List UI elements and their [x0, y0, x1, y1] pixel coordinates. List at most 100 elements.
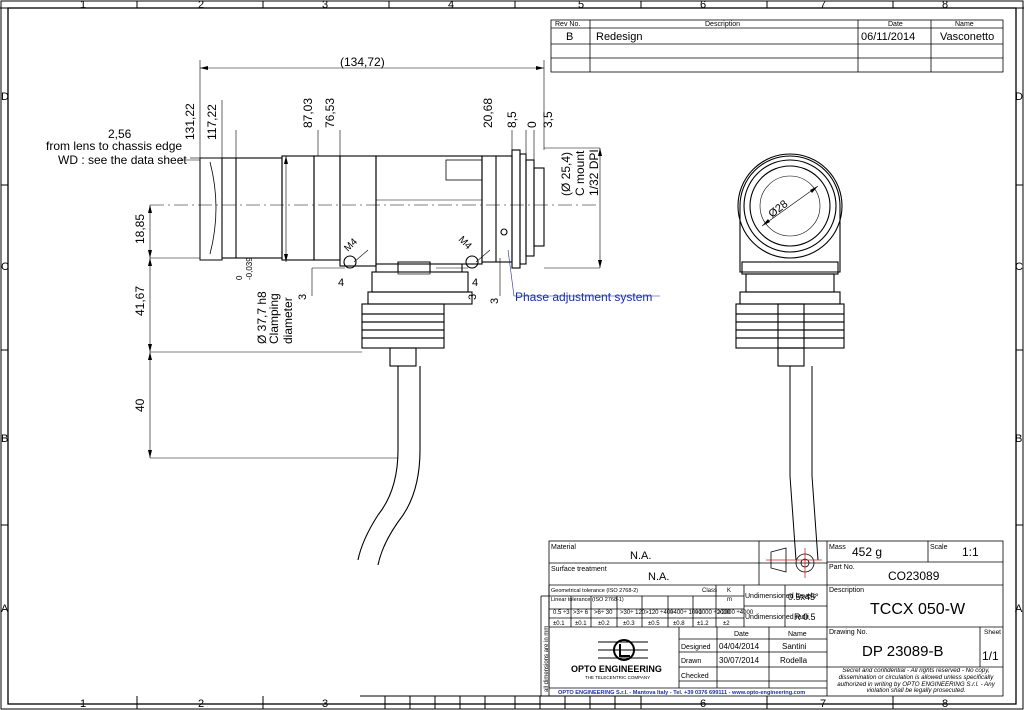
material-value: N.A.: [630, 550, 651, 562]
tol-value-6: ±0.8: [673, 621, 685, 627]
mass-value: 452 g: [852, 545, 882, 559]
rev-row-date: 06/11/2014: [861, 31, 915, 43]
phase-adjustment-label: Phase adjustment system: [515, 290, 652, 304]
zone-col-3: 3: [322, 0, 328, 11]
zone-col-6-bottom: 6: [700, 698, 706, 710]
lin-tol-label: Linear tolerance (ISO 2768-1): [551, 597, 624, 603]
designed-date: 04/04/2014: [719, 642, 760, 651]
zone-row-d: D: [1, 91, 9, 103]
dim-41: 41,67: [133, 286, 147, 316]
dimension-arrows: [148, 66, 602, 458]
tol-range-4: >30÷ 120: [620, 610, 646, 616]
tol-range-5: >120 ÷400: [645, 610, 674, 616]
confidential-notice: Secret and confidential - All rights res…: [837, 668, 995, 694]
tol-value-8: ±2: [723, 621, 730, 627]
name-header: Name: [788, 631, 807, 638]
zone-row-a-right: A: [1015, 603, 1023, 615]
drawn-name: Rodella: [780, 656, 808, 665]
clamp-label-2: diameter: [281, 297, 295, 344]
front-view: [735, 153, 845, 561]
dim-8-5: 8,5: [505, 111, 519, 128]
rev-header-no: Rev No.: [555, 21, 580, 28]
undim-bevels-label: Undimensioned bevels: [745, 593, 816, 600]
zone-col-8-bottom: 8: [942, 698, 948, 710]
tol-value-4: ±0.3: [623, 621, 635, 627]
tol-value-1: ±0.1: [553, 621, 565, 627]
lens-note-1: from lens to chassis edge: [46, 139, 182, 153]
dim-40: 40: [133, 398, 147, 412]
partno-label: Part No.: [829, 564, 855, 571]
rev-header-date: Date: [888, 21, 903, 28]
clamp-label: Clamping: [267, 293, 281, 344]
partno-value: CO23089: [888, 569, 940, 583]
dim-76: 76,53: [323, 98, 337, 128]
dim-3-mid: 3: [467, 294, 479, 300]
dim-18: 18,85: [133, 214, 147, 244]
dim-117: 117,22: [205, 104, 219, 140]
designed-label: Designed: [681, 644, 711, 651]
class-label: Class: [702, 588, 717, 594]
rev-header-desc: Description: [705, 21, 740, 28]
scale-value: 1:1: [962, 545, 979, 559]
tol-value-7: ±1.2: [697, 621, 709, 627]
zone-col-1-bottom: 1: [80, 698, 86, 710]
dim-3-right: 3: [489, 298, 501, 304]
zone-col-2: 2: [198, 0, 204, 11]
clamp-tol-bottom: -0,039: [245, 257, 254, 280]
dim-20: 20,68: [481, 98, 495, 128]
class-m: m: [727, 597, 732, 603]
rev-row-no: B: [566, 31, 573, 43]
company-name: OPTO ENGINEERING: [571, 664, 662, 674]
footer-company-info: OPTO ENGINEERING S.r.l. - Mantova Italy …: [558, 690, 805, 696]
designed-name: Santini: [782, 642, 807, 651]
date-header: Date: [734, 631, 749, 638]
dim-3-5: 3,5: [541, 111, 555, 128]
rev-row-name: Vasconetto: [940, 31, 994, 43]
lens-note-2: WD : see the data sheet: [58, 153, 187, 167]
tol-range-1: 0.5 ÷3: [553, 610, 570, 616]
tol-value-2: ±0.1: [575, 621, 587, 627]
cmount-dia: (Ø 25,4): [559, 152, 573, 196]
surface-value: N.A.: [648, 571, 669, 583]
dim-4-right: 4: [472, 277, 478, 289]
zone-row-c: C: [1, 261, 9, 273]
clamp-dia: Ø 37,7 h8: [255, 291, 269, 344]
zone-row-b-right: B: [1015, 433, 1022, 445]
mass-label: Mass: [829, 544, 846, 551]
tol-value-3: ±0.2: [598, 621, 610, 627]
zone-row-a: A: [1, 603, 9, 615]
zone-col-3-bottom: 3: [322, 698, 328, 710]
drawingno-label: Drawing No.: [829, 629, 868, 636]
desc-value: TCCX 050-W: [870, 601, 966, 618]
geo-tol-label: Geometrical tolerance (ISO 2768-2): [551, 588, 638, 594]
drawingno-value: DP 23089-B: [862, 643, 943, 660]
sheet-label: Sheet: [984, 629, 1001, 636]
drawn-label: Drawn: [681, 658, 701, 665]
zone-col-5: 5: [578, 0, 584, 11]
undim-radii-label: Undimensioned radii: [745, 614, 809, 621]
material-label: Material: [551, 544, 576, 551]
zone-col-8: 8: [942, 0, 948, 11]
company-tagline: THE TELECENTRIC COMPANY: [585, 675, 650, 680]
dim-131: 131,22: [183, 103, 197, 140]
dim-lens-offset: 2,56: [108, 127, 132, 141]
mm-note: all dimensions are in mm: [544, 626, 550, 692]
tol-range-6: >400÷ 1000: [670, 610, 702, 616]
thread-m4-right: M4: [456, 234, 474, 252]
side-view-dimensions: [149, 60, 660, 459]
tol-value-5: ±0.5: [648, 621, 660, 627]
dim-overall-length: (134,72): [340, 55, 385, 69]
tol-range-2: >3÷ 6: [573, 610, 589, 616]
cmount-label: C mount: [573, 150, 587, 196]
zone-col-6: 6: [700, 0, 706, 11]
class-k: K: [727, 588, 731, 594]
company-logo: OPTO ENGINEERING THE TELECENTRIC COMPANY: [571, 639, 662, 680]
rev-header-name: Name: [955, 21, 974, 28]
zone-row-b: B: [1, 433, 8, 445]
zone-col-7-bottom: 7: [820, 698, 826, 710]
bevel-value: 0.5x45°: [788, 592, 819, 602]
clamp-tol-top: 0: [235, 275, 244, 280]
